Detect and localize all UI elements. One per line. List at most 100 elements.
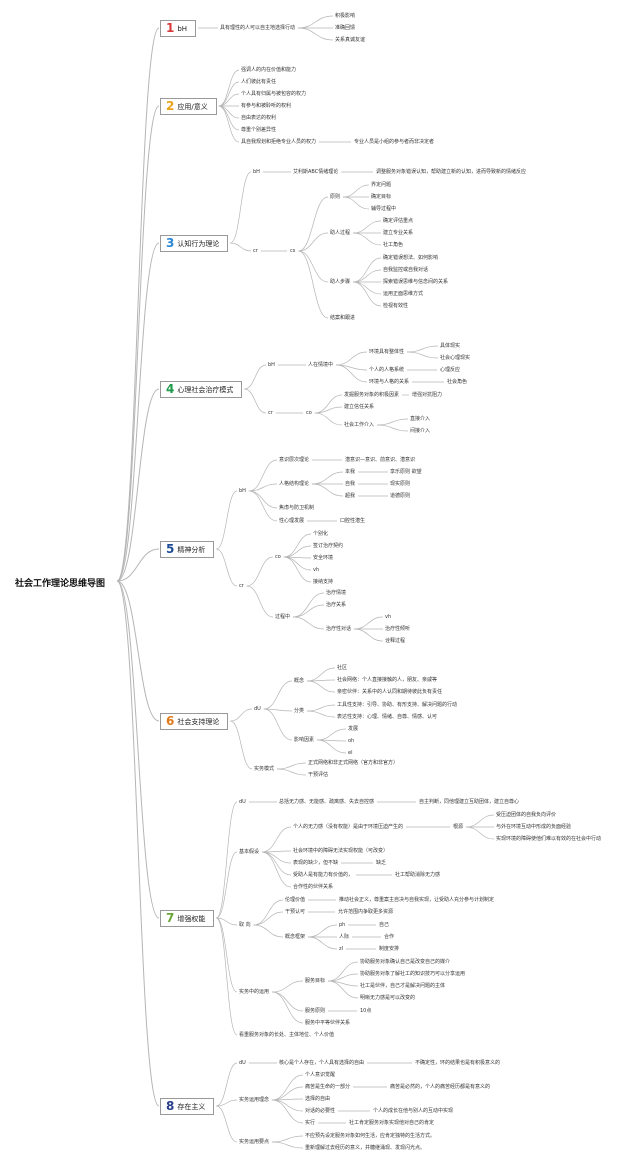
connector-line <box>377 418 409 426</box>
b5-co: co <box>275 554 281 560</box>
connector-line <box>216 490 238 550</box>
b7-d3: 概念框架 <box>285 934 306 940</box>
connector-line <box>218 69 240 107</box>
connector-line <box>116 548 160 582</box>
b6-factor-item: oh <box>348 738 355 744</box>
topic-number: 3 <box>166 236 175 250</box>
connector-line <box>277 768 307 776</box>
b4-c3-item: 直接介入 <box>410 416 431 422</box>
connector-line <box>218 81 240 107</box>
b5-l2: 人格结构理论 <box>279 481 310 487</box>
b3-steps: 助人步骤 <box>330 279 351 285</box>
b8-idea-item: 实行 <box>305 1120 316 1126</box>
connector-line <box>246 556 274 587</box>
connector-line <box>218 105 240 131</box>
b5-co-item: vh <box>313 567 320 573</box>
connector-line <box>308 924 338 938</box>
b7-goal-item: 明晰无力感是可以改变的 <box>360 995 416 1001</box>
b7-d3-item: 人际 <box>339 934 350 940</box>
connector-line <box>343 184 370 198</box>
connector-line <box>293 616 325 630</box>
b5-dialog-item: 治疗性倾听 <box>385 626 411 632</box>
b6-class-item: 工具性支持：引导、协助、有形支持、解决问题的行动 <box>337 702 458 708</box>
b3-principle-item: 界定问题 <box>371 182 392 188</box>
connector-line <box>466 814 495 828</box>
b8-du-b: 不确定性，环的结果也是有积极意义的 <box>415 1060 501 1066</box>
b4-person-in-situation: 人在情境中 <box>308 362 334 368</box>
b7-source-item: 实现环境的障碍使他们难以有效的在社会中行动 <box>496 836 602 842</box>
connector-line <box>353 281 382 295</box>
connector-line <box>253 924 284 938</box>
b4-ind-item: 心理反应 <box>440 367 461 373</box>
b3-cs: cs <box>290 248 296 254</box>
b7-basic: 基本假设 <box>239 849 260 855</box>
topic-label: 增强权能 <box>177 915 206 923</box>
connector-line <box>261 851 292 876</box>
b5-l3: 焦虑与防卫机制 <box>279 505 315 511</box>
connector-line <box>263 680 293 710</box>
b4-c1: 发掘服务对象的积极因素 <box>344 392 400 398</box>
connector-line <box>116 580 160 1107</box>
connector-line <box>353 232 382 246</box>
topic-label: 认知行为理论 <box>177 240 220 248</box>
connector-line <box>298 27 334 41</box>
b5-dialog-item: vh <box>385 614 392 620</box>
connector-line <box>263 708 293 741</box>
b3-principle: 原则 <box>330 194 341 200</box>
b5-co-item: 个别化 <box>313 531 329 537</box>
connector-line <box>283 533 312 558</box>
b3-step-item: 运用正面思维方式 <box>383 291 424 297</box>
b3-principle-item: 辅导过程中 <box>371 206 397 212</box>
b2-extra: 专业人员是小组的参与者而非决定者 <box>354 139 435 145</box>
b4-cr: cr <box>268 410 273 416</box>
b3-help: 助人过程 <box>330 230 351 236</box>
topic-label: 社会支持理论 <box>177 718 220 726</box>
b5-co-item: 安全环境 <box>313 555 334 561</box>
b2-item: 有参与和被聆听的权利 <box>241 103 292 109</box>
connector-line <box>216 548 238 587</box>
b7-du-a: 总括无力感、无能感、疏离感、失去自控感 <box>279 799 375 805</box>
b7-principle: 服务原则 <box>305 1008 326 1014</box>
connector-line <box>298 250 329 319</box>
connector-line <box>377 424 409 432</box>
b1-main: 具有理性的人可以自主地选择行动 <box>220 25 296 31</box>
b6-concept-item: 亲密伙伴：关系中的人认同和期待彼此负有责任 <box>337 689 443 695</box>
b4-bh: bH <box>268 362 275 368</box>
b1-child: 准确回馈 <box>335 25 356 31</box>
topic-label: 应用/意义 <box>177 103 208 111</box>
b4-ind: 个人的人格系统 <box>369 367 405 373</box>
b7-source-item: 受压迫团体的自我负向评价 <box>496 812 557 818</box>
connector-line <box>407 345 439 353</box>
connector-line <box>246 585 274 618</box>
connector-line <box>272 1141 304 1149</box>
b7-basic-item: 受助人是有能力有价值的， <box>293 872 354 878</box>
connector-line <box>277 762 307 770</box>
b5-dialog-item: 诠释过程 <box>385 638 406 644</box>
connector-line <box>336 364 368 383</box>
b7-source: 根源 <box>453 824 464 830</box>
b5-ego-item: 现实原则 <box>390 481 411 487</box>
b7-basic-sub: 缺乏 <box>376 860 387 866</box>
b6-mode: 实务模式 <box>254 766 275 772</box>
b8-key-item: 不应预先设定服务对象如何生活，应肯定独特的生活方式。 <box>305 1133 436 1139</box>
connector-line <box>230 242 252 252</box>
connector-line <box>230 171 252 244</box>
connector-line <box>216 1062 238 1107</box>
connector-line <box>218 105 240 143</box>
connector-line <box>248 459 278 492</box>
connector-line <box>272 980 304 993</box>
b5-co-item: 接纳支持 <box>313 579 334 585</box>
b4-c1a: 增强对抗阻力 <box>412 392 443 398</box>
connector-line <box>354 628 384 642</box>
connector-line <box>216 1105 238 1143</box>
b8-idea-item: 个人意识觉醒 <box>305 1072 336 1078</box>
